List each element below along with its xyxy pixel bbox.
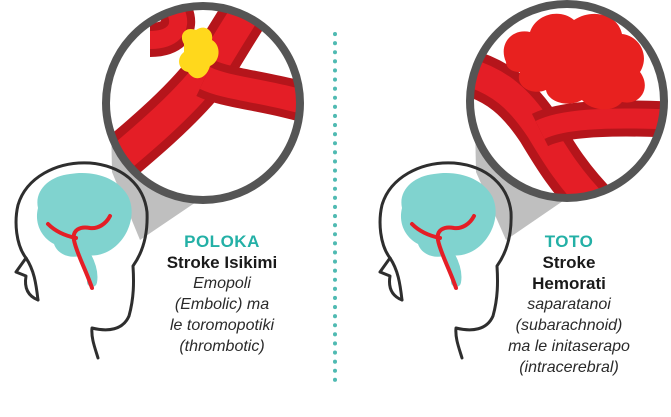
description-line: (subarachnoid)	[507, 315, 631, 336]
description-line: saparatanoi	[507, 294, 631, 315]
description-line: le toromopotiki	[163, 315, 281, 336]
stroke-type-label-left: POLOKA	[163, 232, 281, 252]
stroke-name-line: Hemorati	[507, 273, 631, 294]
caption-left: POLOKA Stroke Isikimi Emopoli (Embolic) …	[163, 232, 281, 357]
brain-left	[37, 173, 132, 257]
stroke-type-label-right: TOTO	[507, 232, 631, 252]
caption-right: TOTO Stroke Hemorati saparatanoi (subara…	[507, 232, 631, 378]
description-line: (Embolic) ma	[163, 294, 281, 315]
description-line: ma le initaserapo	[507, 336, 631, 357]
stroke-name-left: Stroke Isikimi	[163, 252, 281, 273]
description-line: (thrombotic)	[163, 336, 281, 357]
brain-right	[401, 173, 496, 257]
stroke-name-line: Stroke	[507, 252, 631, 273]
description-line: Emopoli	[163, 273, 281, 294]
description-line: (intracerebral)	[507, 357, 631, 378]
